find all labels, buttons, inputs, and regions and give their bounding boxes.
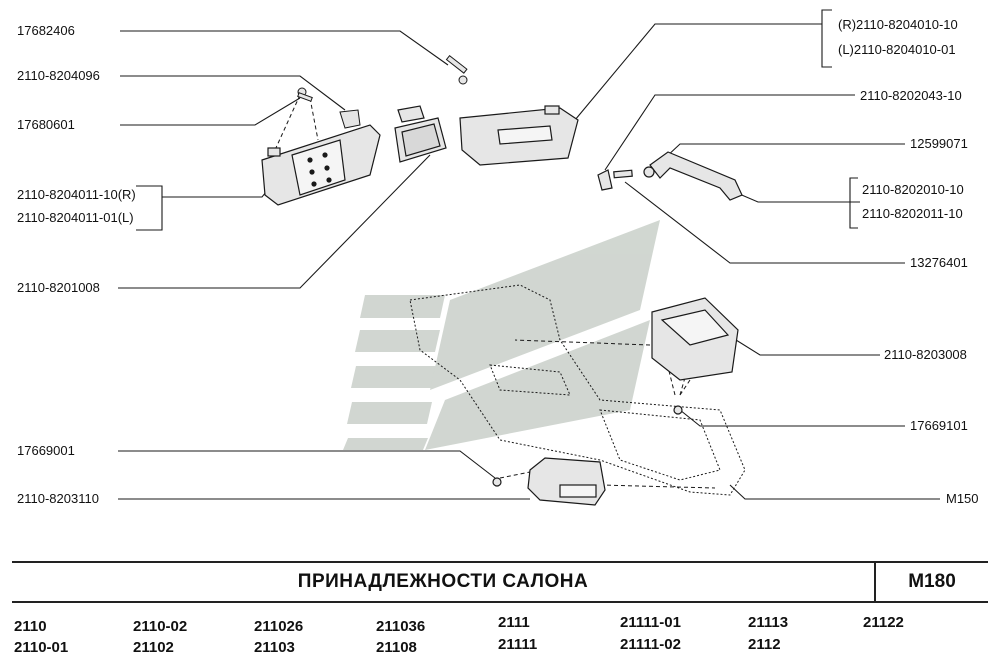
part-label-m150: M150 <box>946 491 979 506</box>
model-item: 2110 <box>14 618 47 635</box>
part-label-2110-8203110: 2110-8203110 <box>17 491 99 506</box>
screw-17680601 <box>297 87 313 102</box>
bracket-8204010 <box>821 9 832 68</box>
model-item: 211026 <box>254 618 304 635</box>
model-item: 21111 <box>498 636 538 653</box>
part-label-2110-8201008: 2110-8201008 <box>17 280 100 295</box>
leader-2110-8203008 <box>719 329 880 356</box>
model-item: 21122 <box>863 614 904 631</box>
part-label-2110-8202011-10: 2110-8202011-10 <box>862 206 963 221</box>
part-label-2110-8204011-10r: 2110-8204011-10(R) <box>17 187 136 202</box>
model-item: 2110-02 <box>133 618 188 635</box>
leader-2110-8202043-10 <box>604 94 855 171</box>
part-label-17669001: 17669001 <box>17 443 75 458</box>
leader-2110-8204011 <box>162 174 281 198</box>
model-item: 21102 <box>133 639 174 656</box>
part-label-13276401: 13276401 <box>910 255 968 270</box>
storage-box <box>651 297 739 415</box>
section-code: M180 <box>908 571 956 592</box>
leader-m150 <box>729 484 940 500</box>
part-label-2110-8204011-01l: 2110-8204011-01(L) <box>17 210 134 225</box>
rear-view-mirror <box>394 105 447 163</box>
leader-lines <box>118 9 940 500</box>
grab-handle <box>597 151 743 201</box>
leader-17680601 <box>120 97 301 126</box>
sun-visor-left <box>261 124 381 206</box>
leader-2110-8204096 <box>120 75 346 111</box>
model-item: 2112 <box>748 636 781 653</box>
module-box <box>492 457 606 506</box>
model-item: 21111-01 <box>620 614 681 631</box>
leader-17682406 <box>120 30 449 66</box>
model-item: 211036 <box>376 618 426 635</box>
part-label-12599071: 12599071 <box>910 136 968 151</box>
model-item: 2110-01 <box>14 639 69 656</box>
model-item: 21103 <box>254 639 295 656</box>
screw-17682406 <box>445 54 468 85</box>
part-label-2110-8204010-01l: (L)2110-8204010-01 <box>838 42 956 57</box>
model-item: 21108 <box>376 639 417 656</box>
sun-visor-right <box>459 105 579 166</box>
title-divider <box>874 563 876 601</box>
leader-17669101 <box>679 409 905 427</box>
part-label-2110-8204010-10r: (R)2110-8204010-10 <box>838 17 958 32</box>
bracket-8202010 <box>849 177 858 229</box>
watermark-logo <box>343 220 660 450</box>
leader-13276401 <box>624 181 905 264</box>
leader-17669001 <box>118 450 496 479</box>
part-label-2110-8202043-10: 2110-8202043-10 <box>860 88 962 103</box>
leader-2110-8204010 <box>574 23 822 121</box>
leader-2110-8201008 <box>118 154 431 289</box>
leader-2110-8202010 <box>729 189 860 203</box>
part-label-2110-8203008: 2110-8203008 <box>884 347 967 362</box>
part-label-17682406: 17682406 <box>17 23 75 38</box>
part-label-17669101: 17669101 <box>910 418 968 433</box>
model-item: 21113 <box>748 614 789 631</box>
part-label-17680601: 17680601 <box>17 117 75 132</box>
parts-diagram <box>118 9 940 506</box>
part-label-2110-8204096: 2110-8204096 <box>17 68 100 83</box>
bracket-8204011 <box>136 185 163 231</box>
clip-2110-8204096 <box>339 109 361 129</box>
console-panel <box>409 284 746 496</box>
title-block: ПРИНАДЛЕЖНОСТИ САЛОНА M180 <box>12 561 988 603</box>
section-title: ПРИНАДЛЕЖНОСТИ САЛОНА <box>297 571 589 592</box>
model-item: 21111-02 <box>620 636 681 653</box>
model-item: 2111 <box>498 614 530 631</box>
part-label-2110-8202010-10: 2110-8202010-10 <box>862 182 964 197</box>
